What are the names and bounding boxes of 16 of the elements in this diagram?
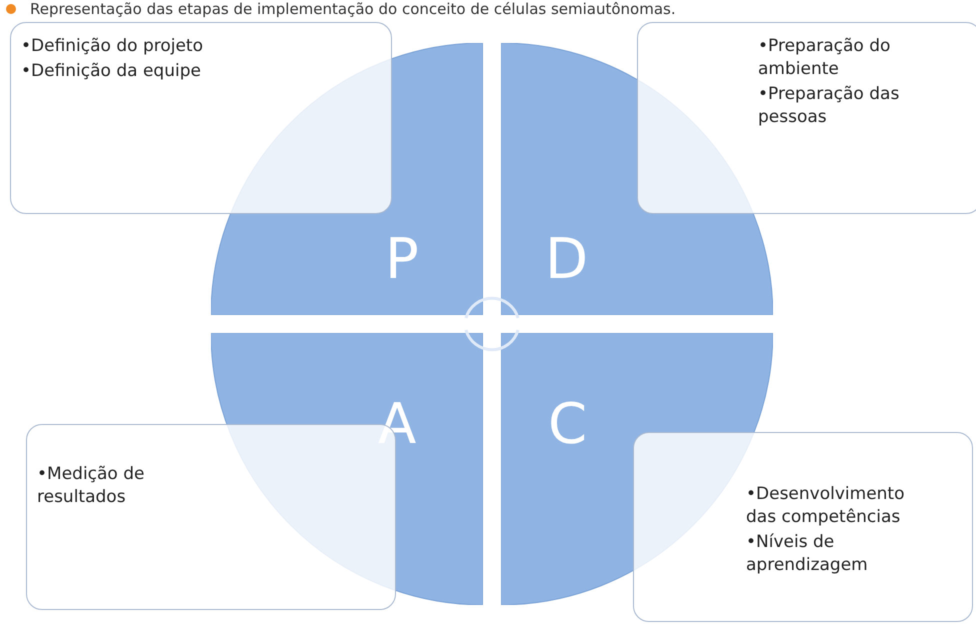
bullet-item: •Definição da equipe [21, 60, 202, 83]
bullet-item: •Definição do projeto [21, 35, 204, 58]
quadrant-segment [211, 43, 483, 315]
text-card [10, 22, 392, 214]
bullet-item: •Desenvolvimento das competências [746, 483, 906, 529]
bullet-item: •Níveis de aprendizagem [746, 531, 869, 577]
bullet-item: •Medição de resultados [37, 463, 146, 509]
text-card [633, 432, 973, 622]
phase-letter: P [385, 230, 419, 290]
text-card [637, 22, 976, 214]
bullet-item: •Preparação das pessoas [758, 83, 900, 129]
phase-letter: C [548, 395, 588, 455]
caption-title: Representação das etapas de implementação do conceito de células semiautônomas. [30, 0, 676, 18]
bullet-item: •Preparação do ambiente [758, 35, 892, 81]
phase-letter: A [378, 395, 416, 455]
phase-letter: D [545, 230, 588, 290]
